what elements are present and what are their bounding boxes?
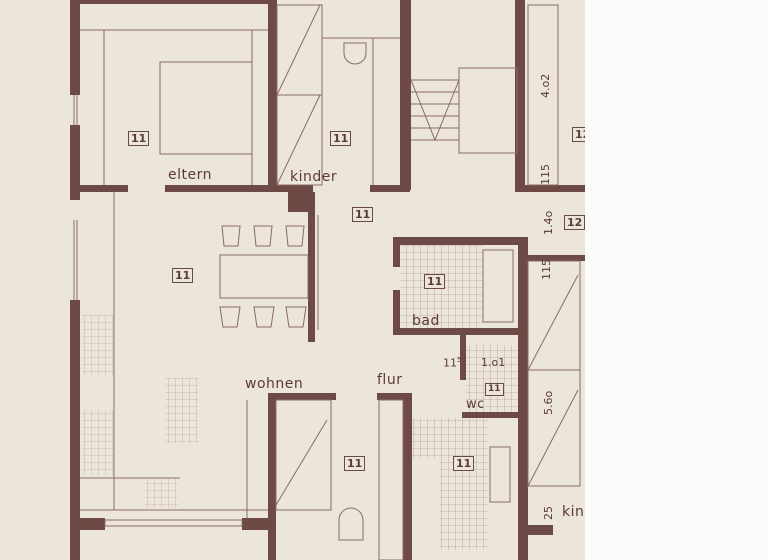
room-code-flur: 11	[352, 207, 374, 222]
room-label-wc: wc	[466, 397, 485, 412]
blank-margin	[585, 0, 768, 560]
floor-plan-sheet: eltern 11 kinder 11 wohnen 11 flur 11 ba…	[0, 0, 585, 560]
dimension-1-40: 1.4o	[542, 210, 555, 235]
dimension-4-02: 4.o2	[539, 73, 552, 98]
room-label-kin-partial: kin	[562, 504, 585, 520]
room-label-eltern: eltern	[168, 167, 212, 183]
room-code-wohnen: 11	[172, 268, 194, 283]
room-label-wohnen: wohnen	[245, 376, 304, 392]
dimension-5-60: 5.6o	[542, 390, 555, 415]
room-code-bottom-room: 11	[344, 456, 366, 471]
dimension-115-top: 115	[539, 164, 552, 185]
dimension-1-01: 1.o1	[481, 356, 506, 369]
dimension-115-mid: 115	[540, 259, 553, 280]
dimension-25: 25	[542, 506, 555, 520]
room-code-kinder: 11	[330, 131, 352, 146]
room-label-flur: flur	[377, 372, 403, 388]
room-code-bad: 11	[424, 274, 446, 289]
room-code-12-lower: 12	[564, 215, 585, 230]
floor-plan-drawing	[70, 0, 585, 560]
room-code-wc: 11	[485, 383, 504, 396]
room-code-12-upper: 12	[572, 127, 585, 142]
room-label-kinder: kinder	[290, 169, 338, 185]
room-code-kueche: 11	[453, 456, 475, 471]
room-code-eltern: 11	[128, 131, 150, 146]
room-label-bad: bad	[412, 313, 440, 329]
dimension-11-5: 115	[443, 356, 462, 370]
